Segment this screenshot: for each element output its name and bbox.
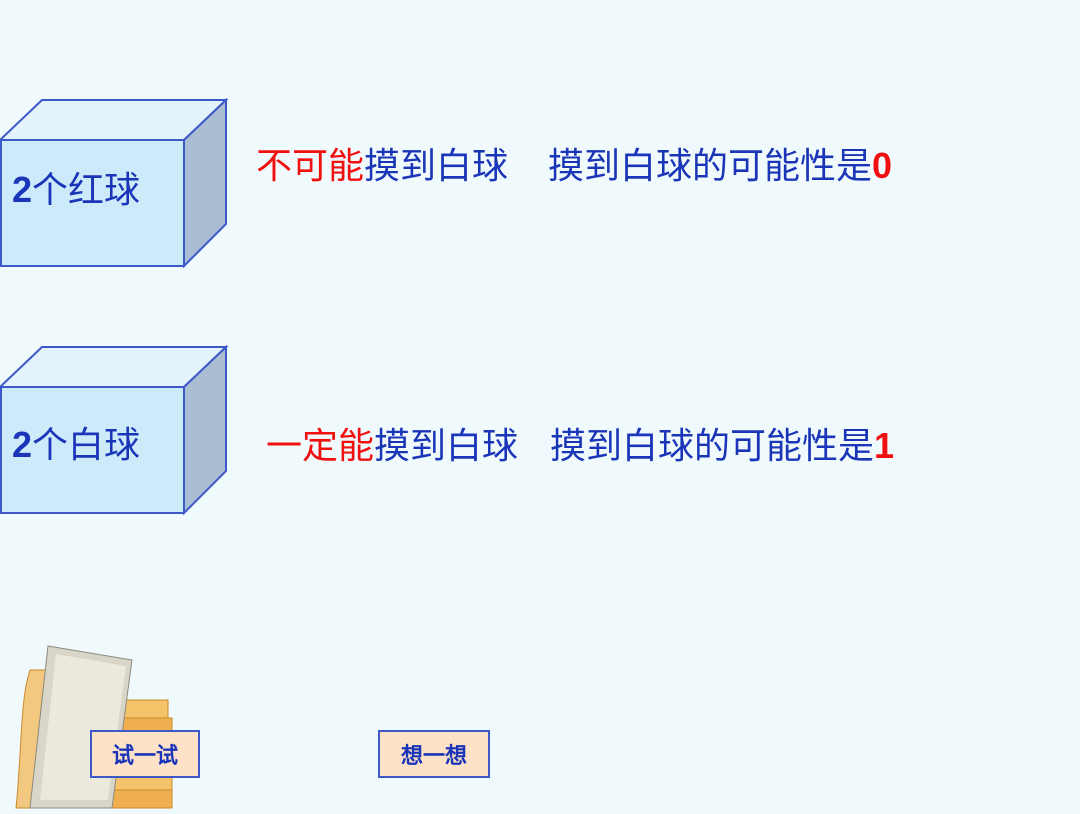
book-stack-icon (0, 640, 180, 814)
cube-shape (0, 98, 229, 269)
cube-shape (0, 345, 229, 516)
probability-statement: 摸到白球的可能性是 (550, 426, 875, 467)
lead-word: 一定能 (266, 426, 375, 467)
lead-word: 不可能 (256, 146, 365, 187)
box-label: 2个白球 (12, 424, 141, 466)
think-about-it-button[interactable]: 想一想 (378, 730, 490, 778)
box-label: 2个红球 (12, 169, 141, 211)
probability-value: 1 (874, 425, 895, 466)
verb-phrase: 摸到白球 (364, 146, 509, 187)
red-ball-box: 2个红球 (0, 98, 230, 270)
probability-value: 0 (872, 145, 893, 186)
statement-row-certain: 一定能摸到白球摸到白球的可能性是1 (266, 428, 894, 465)
probability-statement: 摸到白球的可能性是 (548, 146, 873, 187)
white-ball-box: 2个白球 (0, 345, 230, 517)
statement-row-impossible: 不可能摸到白球摸到白球的可能性是0 (256, 148, 892, 185)
try-it-button[interactable]: 试一试 (90, 730, 200, 778)
verb-phrase: 摸到白球 (374, 426, 519, 467)
